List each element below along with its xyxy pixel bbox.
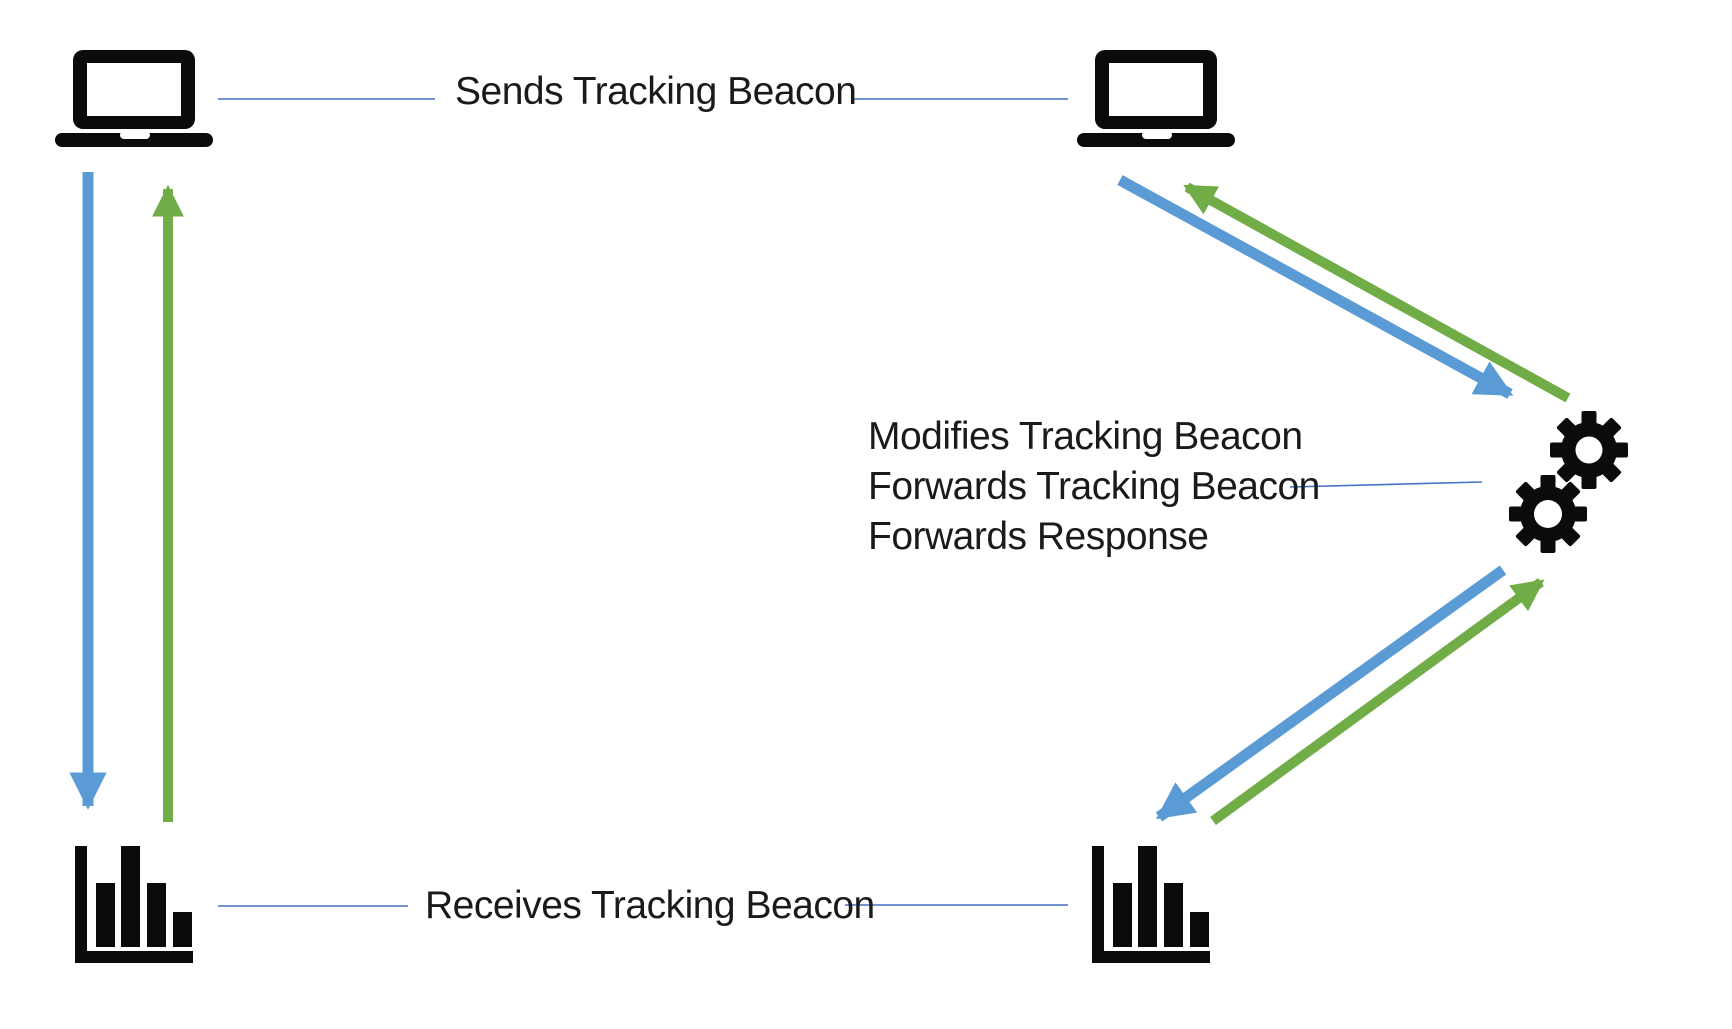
proxy-actions-label: Modifies Tracking Beacon Forwards Tracki… bbox=[868, 412, 1320, 562]
response-arrow-from-proxy bbox=[1183, 182, 1571, 403]
gear-icon bbox=[1509, 475, 1587, 553]
proxy-action-line: Forwards Tracking Beacon bbox=[868, 465, 1320, 508]
laptop-icon bbox=[55, 50, 213, 147]
response-arrow-receiver-to-proxy bbox=[1210, 577, 1545, 826]
beacon-arrow-to-proxy bbox=[1117, 175, 1514, 399]
proxy-action-line: Modifies Tracking Beacon bbox=[868, 415, 1303, 458]
sends-tracking-beacon-label: Sends Tracking Beacon bbox=[455, 70, 857, 113]
receives-tracking-beacon-label: Receives Tracking Beacon bbox=[425, 884, 875, 927]
connector-line-proxy bbox=[1289, 481, 1483, 488]
gear-icon bbox=[1550, 411, 1628, 489]
proxy-action-line: Forwards Response bbox=[868, 515, 1209, 558]
bar-chart-icon bbox=[75, 846, 193, 963]
bar-chart-icon bbox=[1092, 846, 1210, 963]
beacon-arrow-proxy-to-receiver bbox=[1155, 565, 1507, 822]
gears-icon bbox=[1509, 411, 1628, 553]
laptop-icon bbox=[1077, 50, 1235, 147]
